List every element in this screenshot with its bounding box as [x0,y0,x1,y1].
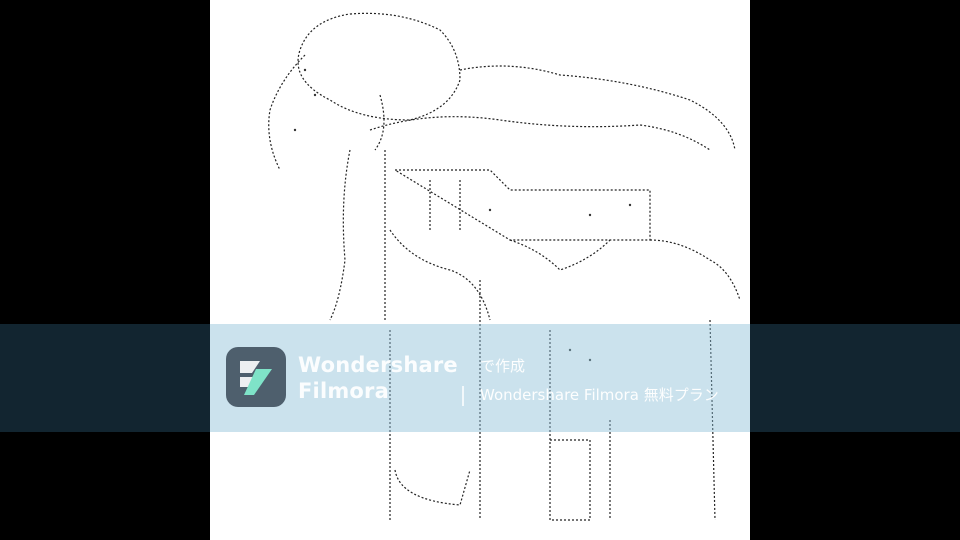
watermark-caption-line1: で作成 [480,357,526,375]
letterbox-left [0,0,210,540]
watermark-brand-line2: Filmora [298,379,389,403]
watermark-caption-line2: Wondershare Filmora 無料プラン [480,386,719,404]
letterbox-right [750,0,960,540]
filmora-logo-icon [226,347,286,407]
watermark-band-center [210,324,750,432]
video-frame [210,0,750,540]
watermark-band-right [750,324,960,432]
ascii-art-figure [268,12,741,521]
watermark-band [0,324,960,432]
watermark-caption-divider [462,386,464,406]
watermark-brand-line1: Wondershare [298,353,458,377]
watermark-band-left [0,324,210,432]
